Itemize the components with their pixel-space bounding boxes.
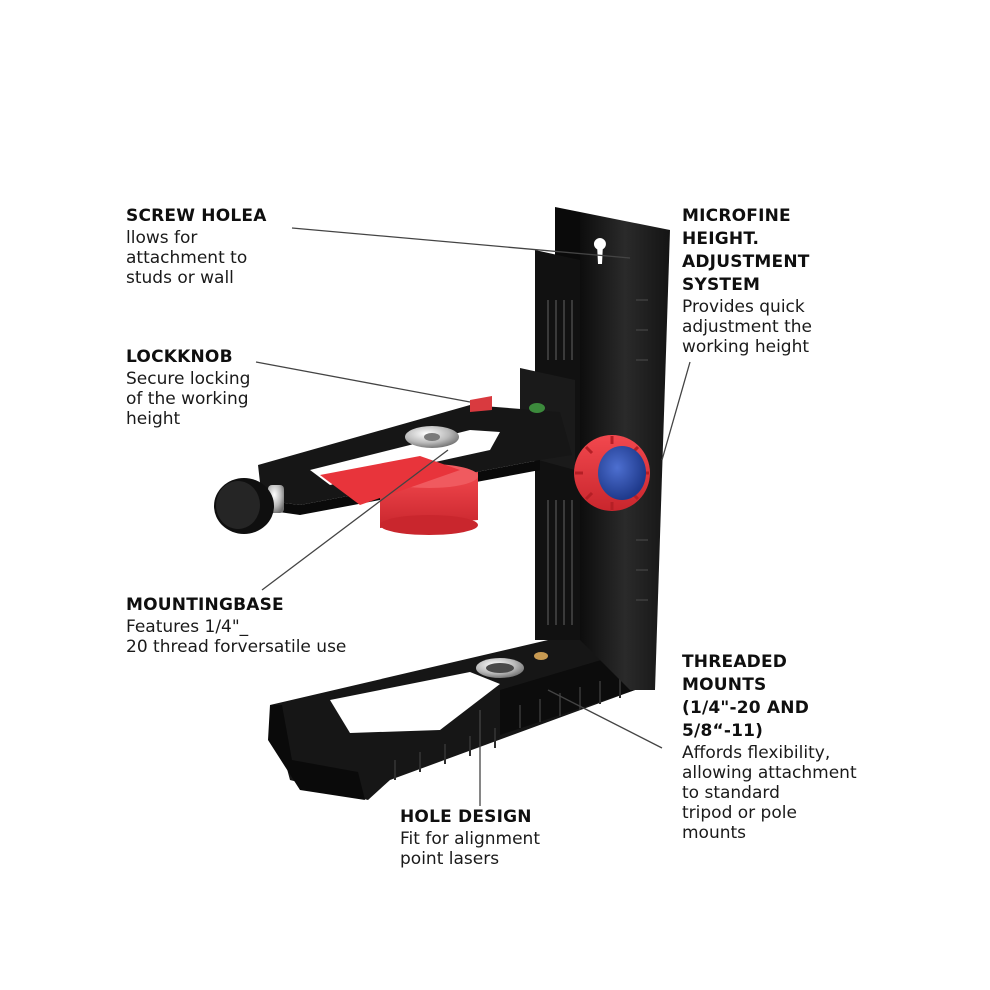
- lock-knob: [214, 478, 284, 534]
- callout-description: Secure locking of the working height: [126, 369, 251, 429]
- callout-description: Fit for alignment point lasers: [400, 829, 541, 869]
- callout-title: THREADED MOUNTS (1/4"-20 AND 5/8“-11): [682, 652, 810, 741]
- brass-insert: [534, 652, 548, 660]
- leader-lines: [255, 227, 691, 806]
- leader-mounting-base: [261, 449, 449, 591]
- leader-microfine: [661, 361, 691, 461]
- callout-microfine-adjustment: MICROFINE HEIGHT. ADJUSTMENT SYSTEM Prov…: [682, 205, 882, 357]
- base-plate: [268, 640, 635, 800]
- callout-lockknob: LOCKKNOB Secure locking of the working h…: [126, 346, 286, 429]
- callout-title: MICROFINE HEIGHT. ADJUSTMENT SYSTEM: [682, 206, 810, 295]
- callout-hole-design: HOLE DESIGN Fit for alignment point lase…: [400, 806, 600, 869]
- callout-description: llows for attachment to studs or wall: [126, 228, 248, 288]
- callout-description: Provides quick adjustment the working he…: [682, 297, 812, 357]
- leader-threaded-mounts: [547, 689, 663, 749]
- microfine-adjustment-knob: [574, 435, 650, 511]
- leader-lockknob: [255, 361, 471, 403]
- callout-description: Affords flexibility, allowing attachment…: [682, 743, 857, 843]
- callout-screw-hole: SCREW HOLEA llows for attachment to stud…: [126, 205, 301, 288]
- callout-title: MOUNTINGBASE: [126, 595, 284, 615]
- callout-threaded-mounts: THREADED MOUNTS (1/4"-20 AND 5/8“-11) Af…: [682, 651, 892, 843]
- callout-title: SCREW HOLEA: [126, 206, 267, 226]
- screw-hole-keyhole: [593, 238, 606, 264]
- callout-title: LOCKKNOB: [126, 347, 233, 367]
- callout-title: HOLE DESIGN: [400, 807, 532, 827]
- callout-description: Features 1/4"_ 20 thread forversatile us…: [126, 617, 347, 657]
- callout-mounting-base: MOUNTINGBASE Features 1/4"_ 20 thread fo…: [126, 594, 386, 657]
- leader-screw-hole: [291, 227, 631, 259]
